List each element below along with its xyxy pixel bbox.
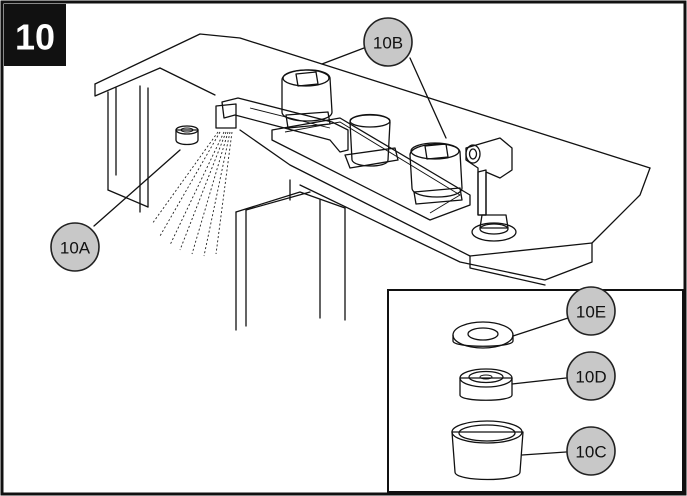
callout-10e: 10E — [566, 286, 616, 336]
aerator-housing-part — [451, 420, 524, 481]
callout-10c: 10C — [566, 426, 616, 476]
callout-10d-label: 10D — [575, 368, 606, 387]
callout-10b-label: 10B — [373, 34, 403, 53]
callout-10d: 10D — [566, 351, 616, 401]
inset-panel — [387, 289, 684, 493]
side-sprayer — [465, 137, 517, 242]
leader-lines — [93, 47, 447, 227]
removed-aerator — [175, 125, 199, 146]
callout-10c-label: 10C — [575, 443, 606, 462]
step-badge: 10 — [4, 4, 66, 66]
screen-insert-part — [459, 368, 513, 401]
callout-10a-label: 10A — [60, 239, 91, 258]
water-spray — [151, 131, 233, 257]
callout-10a: 10A — [50, 222, 100, 272]
washer-part — [452, 321, 514, 349]
sink-illustration — [94, 33, 651, 331]
step-number: 10 — [15, 17, 55, 58]
left-faucet-handle — [281, 69, 333, 129]
callout-10e-label: 10E — [576, 303, 606, 322]
callout-10b: 10B — [363, 17, 413, 67]
right-faucet-handle — [409, 142, 463, 205]
